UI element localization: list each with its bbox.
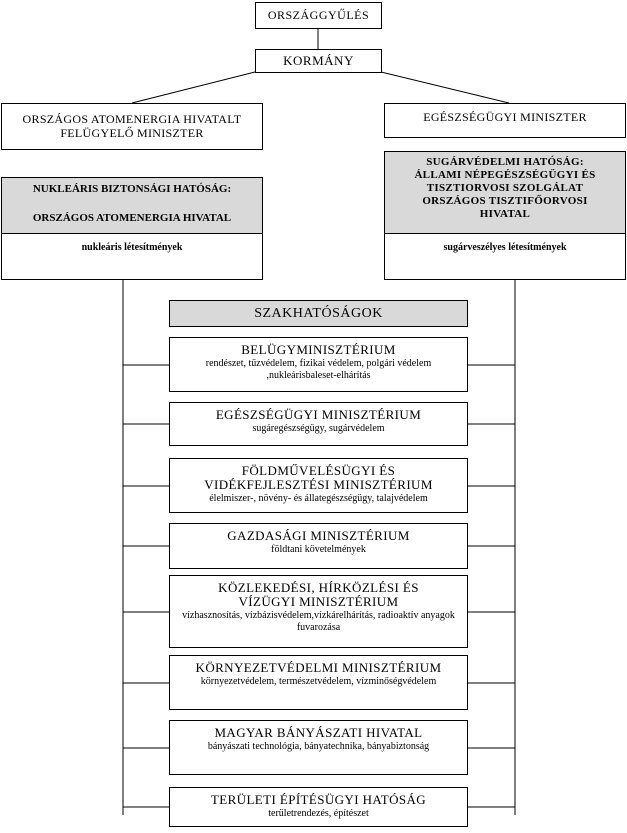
ministry-name: MAGYAR BÁNYÁSZATI HIVATAL [214, 725, 423, 740]
health-minister-label: EGÉSZSÉGÜGYI MINISZTER [423, 110, 587, 124]
ministry-name: BELÜGYMINISZTÉRIUM [241, 342, 396, 357]
nuclear-safety-authority-line2: ORSZÁGOS ATOMENERGIA HIVATAL [32, 212, 232, 224]
parliament-label: ORSZÁGGYŰLÉS [267, 8, 370, 22]
ministry-name: KÖRNYEZETVÉDELMI MINISZTÉRIUM [195, 660, 442, 675]
nuclear-safety-authority-box: NUKLEÁRIS BIZTONSÁGI HATÓSÁG: ORSZÁGOS A… [1, 177, 263, 234]
radiation-authority-line2: ÁLLAMI NÉPEGÉSZSÉGÜGYI ÉS [414, 169, 596, 181]
ministry-box: KÖZLEKEDÉSI, HÍRKÖZLÉSI ÉS VÍZÜGYI MINIS… [169, 575, 468, 648]
radiation-authority-line3: TISZTIORVOSI SZOLGÁLAT [426, 182, 584, 194]
ministry-description: sugáregészségügy, sugárvédelem [252, 423, 385, 434]
radiation-authority-line1: SUGÁRVÉDELMI HATÓSÁG: [426, 156, 584, 168]
radiation-authority-line4: ORSZÁGOS TISZTIFŐORVOSI [422, 195, 588, 207]
ministry-description: területrendezés, építészet [268, 808, 369, 819]
government-label: KORMÁNY [283, 53, 354, 68]
ministry-description: környezetvédelem, természetvédelem, vízm… [200, 676, 437, 687]
radiation-facilities-box: sugárveszélyes létesítmények [384, 233, 626, 280]
atomic-energy-minister-label: ORSZÁGOS ATOMENERGIA HIVATALT FELÜGYELŐ … [22, 112, 242, 140]
government-box: KORMÁNY [255, 49, 382, 73]
ministry-name: TERÜLETI ÉPÍTÉSÜGYI HATÓSÁG [210, 792, 427, 807]
radiation-protection-authority-box: SUGÁRVÉDELMI HATÓSÁG: ÁLLAMI NÉPEGÉSZSÉG… [384, 151, 626, 234]
ministry-description: vízhasznosítás, vízbázisvédelem,vízkárel… [182, 610, 455, 633]
radiation-authority-line5: HIVATAL [479, 208, 531, 220]
parliament-box: ORSZÁGGYŰLÉS [255, 2, 382, 29]
health-minister-box: EGÉSZSÉGÜGYI MINISZTER [384, 103, 626, 138]
ministry-name: KÖZLEKEDÉSI, HÍRKÖZLÉSI ÉS VÍZÜGYI MINIS… [218, 580, 419, 609]
radiation-facilities-label: sugárveszélyes létesítmények [443, 242, 567, 253]
ministry-name: GAZDASÁGI MINISZTÉRIUM [227, 528, 410, 543]
nuclear-safety-authority-line1: NUKLEÁRIS BIZTONSÁGI HATÓSÁG: [32, 183, 232, 195]
ministry-description: földtani követelmények [271, 544, 366, 555]
nuclear-facilities-box: nukleáris létesítmények [1, 233, 263, 280]
ministry-description: rendészet, tűzvédelem, fizikai védelem, … [205, 358, 432, 381]
atomic-energy-minister-box: ORSZÁGOS ATOMENERGIA HIVATALT FELÜGYELŐ … [1, 103, 263, 150]
specialist-authorities-header: SZAKHATÓSÁGOK [169, 300, 468, 327]
ministry-name: EGÉSZSÉGÜGYI MINISZTÉRIUM [215, 407, 422, 422]
nuclear-facilities-label: nukleáris létesítmények [81, 242, 183, 253]
ministry-description: élelmiszer-, növény- és állategészségügy… [209, 493, 428, 504]
ministry-description: bányászati technológia, bányatechnika, b… [207, 741, 430, 752]
specialist-authorities-label: SZAKHATÓSÁGOK [254, 306, 383, 321]
ministry-name: FÖLDMŰVELÉSÜGYI ÉS VIDÉKFEJLESZTÉSI MINI… [204, 463, 433, 492]
ministry-box: FÖLDMŰVELÉSÜGYI ÉS VIDÉKFEJLESZTÉSI MINI… [169, 458, 468, 513]
